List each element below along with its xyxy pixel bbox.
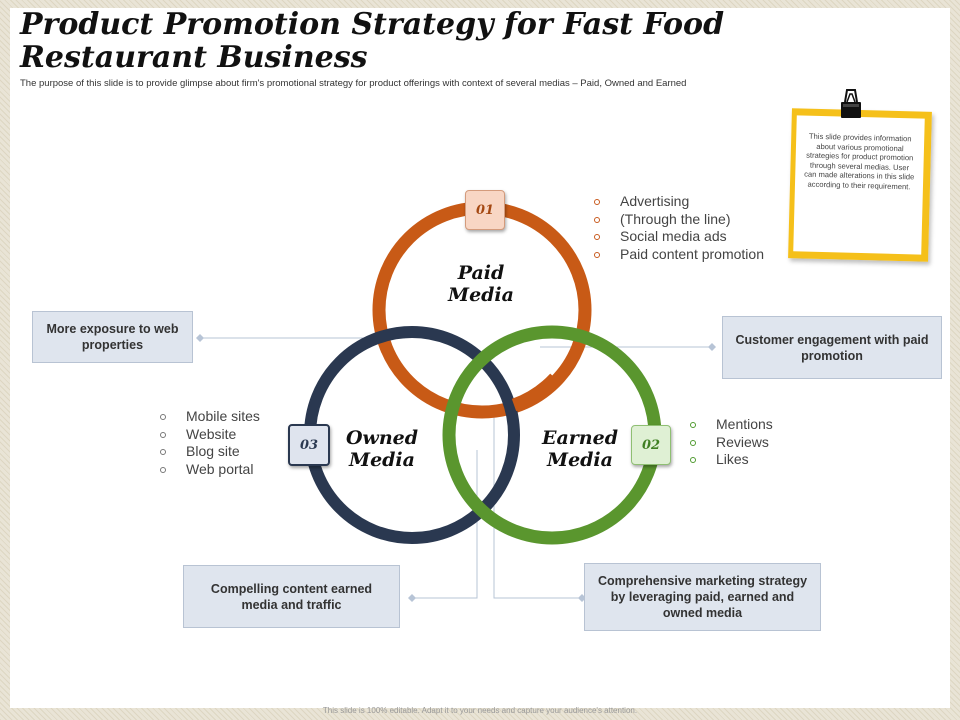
list-item: Advertising bbox=[592, 193, 764, 211]
earned-media-number-badge: 02 bbox=[631, 425, 671, 465]
list-item: Mobile sites bbox=[158, 408, 260, 426]
paid-media-label-line2: Media bbox=[448, 284, 514, 306]
owned-media-label: Owned Media bbox=[327, 427, 437, 471]
paid-media-list: Advertising (Through the line) Social me… bbox=[592, 193, 764, 263]
list-item: Blog site bbox=[158, 443, 260, 461]
owned-media-list: Mobile sites Website Blog site Web porta… bbox=[158, 408, 260, 478]
footer-note: This slide is 100% editable. Adapt it to… bbox=[322, 706, 638, 715]
list-item: Likes bbox=[688, 451, 773, 469]
list-item: Social media ads bbox=[592, 228, 764, 246]
sticky-note: This slide provides information about va… bbox=[788, 108, 932, 262]
list-item: Website bbox=[158, 426, 260, 444]
earned-media-label-line1: Earned bbox=[542, 427, 618, 449]
earned-media-label: Earned Media bbox=[525, 427, 635, 471]
connector-diamond bbox=[708, 343, 716, 351]
earned-media-list: Mentions Reviews Likes bbox=[688, 416, 773, 469]
connector-diamond bbox=[408, 594, 416, 602]
connector-diamond bbox=[196, 334, 204, 342]
list-item: (Through the line) bbox=[592, 211, 764, 229]
earned-media-label-line2: Media bbox=[547, 449, 613, 471]
paid-media-label: Paid Media bbox=[426, 262, 536, 306]
connector-all-three bbox=[493, 412, 582, 599]
page-subtitle: The purpose of this slide is to provide … bbox=[20, 78, 687, 89]
owned-media-label-line2: Media bbox=[349, 449, 415, 471]
list-item: Mentions bbox=[688, 416, 773, 434]
paid-media-number-badge: 01 bbox=[465, 190, 505, 230]
owned-media-label-line1: Owned bbox=[345, 427, 419, 449]
paid-media-label-line1: Paid bbox=[457, 262, 505, 284]
list-item: Web portal bbox=[158, 461, 260, 479]
callout-paid-owned: More exposure to web properties bbox=[32, 311, 193, 363]
sticky-note-text: This slide provides information about va… bbox=[804, 131, 915, 191]
callout-all-three: Comprehensive marketing strategy by leve… bbox=[584, 563, 821, 631]
page-title: Product Promotion Strategy for Fast Food… bbox=[20, 7, 725, 75]
binder-clip-icon bbox=[841, 89, 861, 118]
list-item: Reviews bbox=[688, 434, 773, 452]
list-item: Paid content promotion bbox=[592, 246, 764, 264]
callout-paid-earned: Customer engagement with paid promotion bbox=[722, 316, 942, 379]
owned-media-number-badge: 03 bbox=[288, 424, 330, 466]
callout-owned-earned: Compelling content earned media and traf… bbox=[183, 565, 400, 628]
paid-media-ring-overlap bbox=[511, 373, 560, 412]
